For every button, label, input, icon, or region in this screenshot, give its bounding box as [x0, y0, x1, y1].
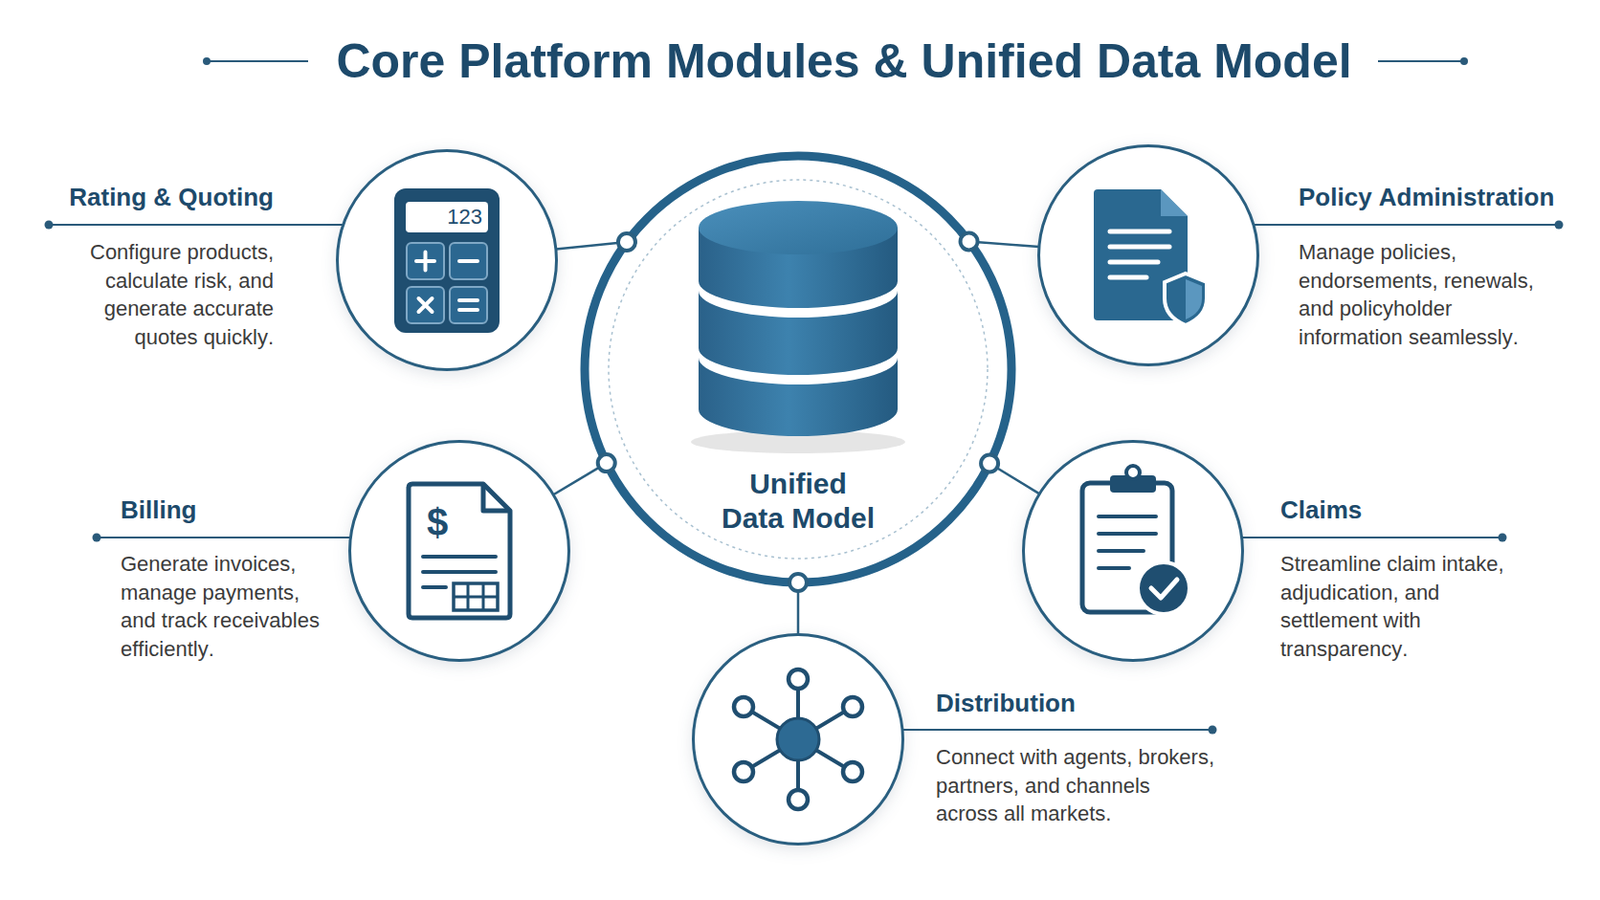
data-model-ring: Unified Data Model — [577, 149, 1019, 590]
circle-outline — [1021, 439, 1245, 664]
module-description: Streamline claim intake, adjudication, a… — [1280, 550, 1511, 664]
circle-outline — [1036, 143, 1261, 368]
module-heading: Billing — [120, 494, 332, 526]
currency-symbol: $ — [413, 498, 462, 547]
core-label: Unified Data Model — [716, 466, 880, 536]
module-description: Generate invoices, manage payments, and … — [120, 550, 330, 664]
circle-shape — [1023, 442, 1244, 662]
module-circle: DistributionConnect with agents, brokers… — [690, 632, 906, 847]
module-circle: Policy AdministrationManage policies, en… — [1036, 143, 1261, 368]
circle-shape — [693, 635, 904, 845]
module-description: Connect with agents, brokers, partners, … — [935, 743, 1217, 829]
module-circle: ClaimsStreamline claim intake, adjudicat… — [1021, 439, 1245, 664]
circle-outline — [334, 148, 559, 373]
display-digits: 123 — [405, 201, 483, 233]
rule-dot — [1460, 57, 1468, 66]
module-heading: Policy Administration — [1298, 181, 1586, 213]
circle-shape — [337, 151, 557, 371]
module-circle: BillingGenerate invoices, manage payment… — [347, 439, 572, 664]
connector-line — [989, 463, 1040, 494]
module-heading: Rating & Quoting — [57, 181, 274, 213]
leader-dot — [1555, 221, 1564, 230]
leader-dot — [1498, 533, 1508, 543]
module-heading: Distribution — [935, 688, 1166, 719]
circle-outline — [690, 632, 906, 847]
leader-dot — [44, 221, 54, 230]
connector-line — [969, 241, 1040, 247]
connector-line — [555, 242, 627, 249]
diagram-title: Core Platform Modules & Unified Data Mod… — [0, 30, 1600, 92]
leader-dot — [92, 533, 102, 543]
title-rule — [206, 60, 309, 63]
module-circle: Rating & QuotingConfigure products, calc… — [334, 148, 559, 373]
circle-shape — [350, 442, 570, 662]
circle-shape — [1039, 146, 1259, 366]
connector-line — [553, 463, 606, 495]
module-heading: Claims — [1280, 494, 1491, 526]
module-description: Manage policies, endorsements, renewals,… — [1298, 238, 1543, 352]
leader-dot — [1208, 726, 1218, 735]
module-description: Configure products, calculate risk, and … — [77, 238, 274, 352]
circle-shape — [584, 155, 1012, 583]
circle-outline — [347, 439, 572, 664]
connector-line — [797, 582, 800, 636]
title-rule — [1377, 60, 1465, 63]
rule-dot — [202, 57, 211, 66]
